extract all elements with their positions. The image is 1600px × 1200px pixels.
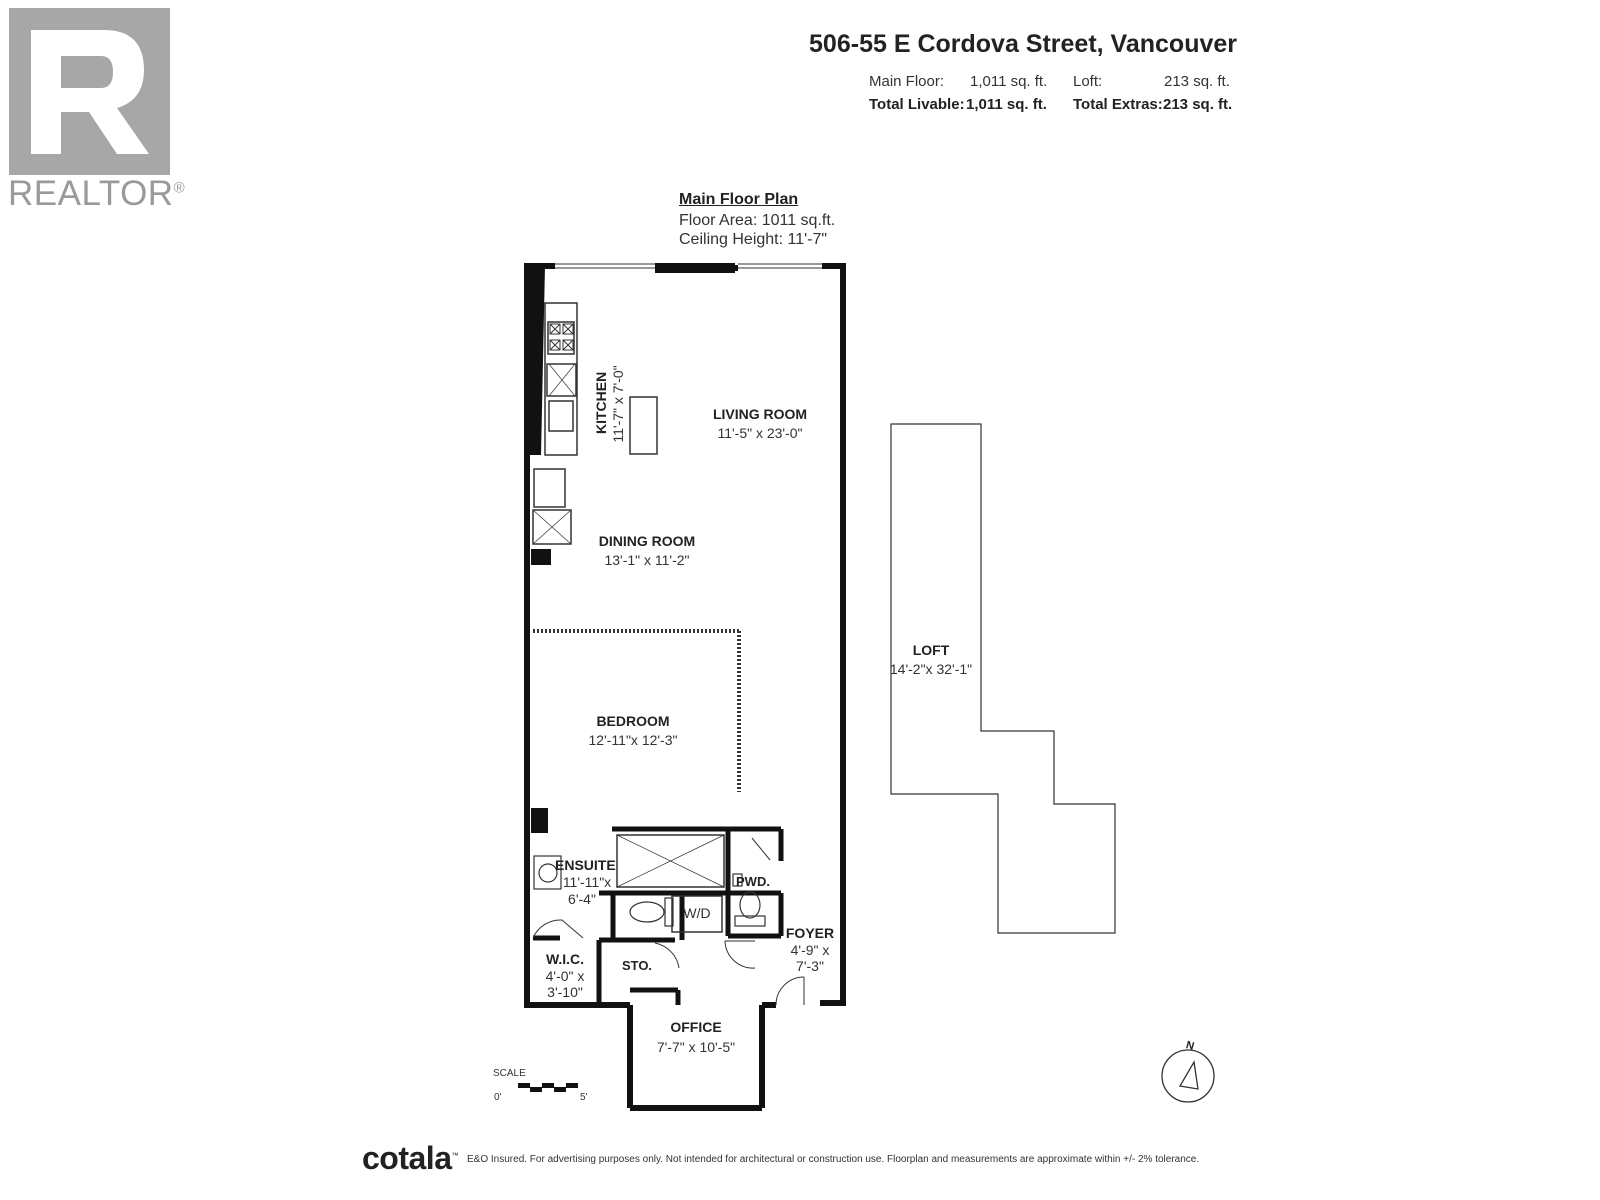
floor-area: Floor Area: 1011 sq.ft. xyxy=(679,212,836,229)
loft-label: Loft: xyxy=(1073,73,1103,90)
top-wall-block xyxy=(655,263,735,273)
scale-start: 0' xyxy=(494,1092,502,1103)
stove-burners xyxy=(549,323,574,351)
bath-walls xyxy=(533,826,784,1005)
ensuite-label: ENSUITE xyxy=(555,857,616,873)
kitchen-label: KITCHEN xyxy=(593,371,609,434)
wic-label: W.I.C. xyxy=(545,951,585,967)
pwd-toilet xyxy=(734,891,766,927)
total-extras-value: 213 sq. ft. xyxy=(1163,96,1233,113)
total-extras-label: Total Extras: xyxy=(1073,96,1163,113)
cotala-logo: cotala™ xyxy=(362,1140,458,1176)
foyer-dim2: 7'-3" xyxy=(796,958,824,974)
main-floor-value: 1,011 sq. ft. xyxy=(970,73,1048,90)
scale-bar xyxy=(518,1083,578,1092)
dining-cabinets xyxy=(532,468,572,545)
wd-label: W/D xyxy=(683,905,711,921)
bedroom-partition xyxy=(533,629,741,792)
ensuite-toilet xyxy=(629,897,674,927)
foyer-label: FOYER xyxy=(785,925,835,941)
scale-label: SCALE xyxy=(493,1068,526,1079)
wic-dim2: 3'-10" xyxy=(547,984,583,1000)
loft-outline xyxy=(890,423,1116,934)
compass-icon xyxy=(1161,1049,1215,1103)
office-dim: 7'-7" x 10'-5" xyxy=(656,1039,736,1055)
left-wall-wedge xyxy=(524,266,545,455)
washer-dryer-box xyxy=(671,895,723,933)
scale-end: 5' xyxy=(580,1092,588,1103)
living-room-label: LIVING ROOM xyxy=(712,406,808,422)
door-swings xyxy=(532,837,805,1006)
total-livable-value: 1,011 sq. ft. xyxy=(966,96,1047,113)
total-livable-label: Total Livable: xyxy=(869,96,965,113)
main-floor-label: Main Floor: xyxy=(869,73,945,90)
wic-dim1: 4'-0" x xyxy=(545,968,585,984)
kitchen-dim: 11'-7" x 7'-0" xyxy=(610,365,626,443)
loft-label: LOFT xyxy=(912,642,950,658)
bedroom-dim: 12'-11"x 12'-3" xyxy=(588,732,678,748)
bedroom-label: BEDROOM xyxy=(596,713,670,729)
realtor-wordmark: REALTOR® xyxy=(8,174,186,213)
realtor-r-icon xyxy=(31,30,149,154)
pwd-label: PWD. xyxy=(736,874,770,889)
loft-dim: 14'-2"x 32'-1" xyxy=(889,661,973,677)
ensuite-dim2: 6'-4" xyxy=(568,891,596,907)
sto-label: STO. xyxy=(621,958,653,973)
kitchen-island xyxy=(629,396,658,455)
disclaimer-text: E&O Insured. For advertising purposes on… xyxy=(467,1154,1200,1165)
plan-title: Main Floor Plan xyxy=(679,191,799,208)
ensuite-dim1: 11'-11"x xyxy=(562,874,612,890)
windows xyxy=(555,263,822,269)
kitchen-counter xyxy=(544,302,578,456)
dining-room-dim: 13'-1" x 11'-2" xyxy=(604,552,690,568)
living-room-dim: 11'-5" x 23'-0" xyxy=(717,425,803,441)
office-label: OFFICE xyxy=(670,1019,722,1035)
ceiling-height: Ceiling Height: 11'-7" xyxy=(679,231,828,248)
property-address: 506-55 E Cordova Street, Vancouver xyxy=(809,30,1237,58)
shower xyxy=(616,834,725,888)
dining-room-label: DINING ROOM xyxy=(598,533,696,549)
realtor-logo xyxy=(9,8,170,175)
foyer-dim1: 4'-9" x xyxy=(790,942,830,958)
loft-value: 213 sq. ft. xyxy=(1164,73,1230,90)
